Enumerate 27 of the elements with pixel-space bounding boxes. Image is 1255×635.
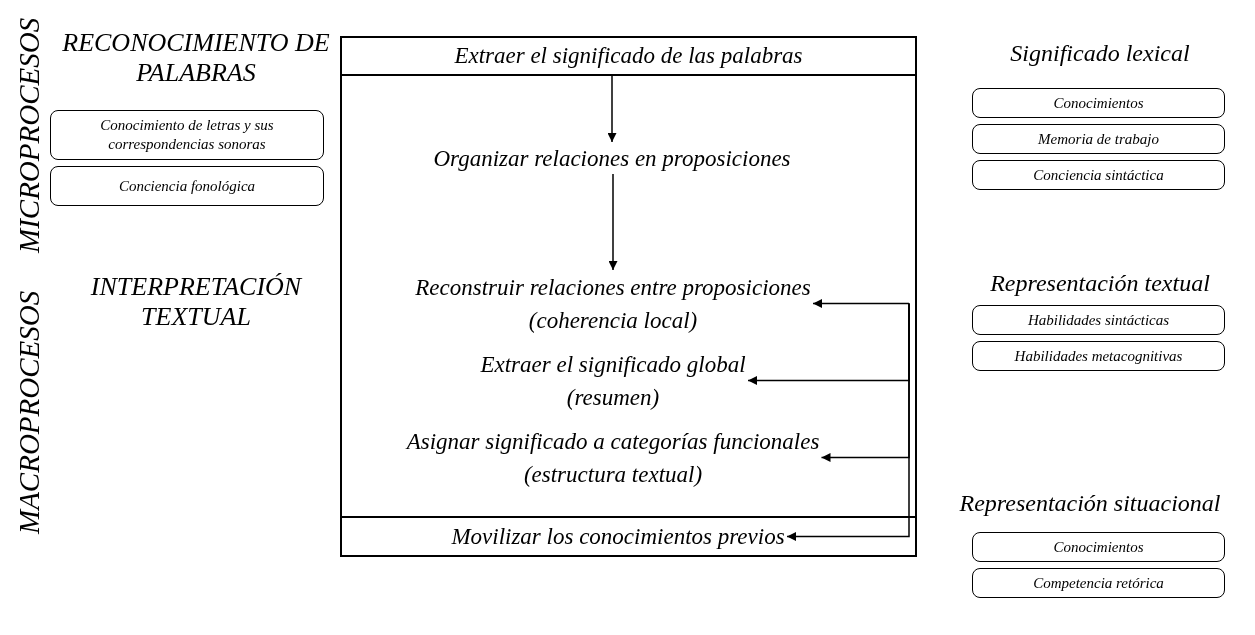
arrow xyxy=(786,302,910,541)
rounded-box: Conocimientos xyxy=(972,532,1225,562)
process-text: Asignar significado a categorías funcionales (estructura textual) xyxy=(404,424,822,491)
process-text: Organizar relaciones en proposiciones xyxy=(431,142,793,174)
process-band: Extraer el significado de las palabras xyxy=(342,38,915,76)
rounded-box: Conocimientos xyxy=(972,88,1225,118)
rounded-box: Habilidades metacognitivas xyxy=(972,341,1225,371)
arrow xyxy=(812,299,910,308)
arrow xyxy=(608,173,618,271)
rounded-box: Conciencia fonológica xyxy=(50,166,324,206)
rounded-box: Memoria de trabajo xyxy=(972,124,1225,154)
heading: Representación textual xyxy=(989,270,1211,298)
frame-box xyxy=(340,36,917,557)
arrow xyxy=(607,75,617,143)
rounded-box: Conciencia sintáctica xyxy=(972,160,1225,190)
heading: Significado lexical xyxy=(1009,40,1191,68)
rounded-box: Habilidades sintácticas xyxy=(972,305,1225,335)
heading: Representación situacional xyxy=(958,490,1222,518)
section-label: MICROPROCESOS xyxy=(12,16,47,256)
rounded-box: Competencia retórica xyxy=(972,568,1225,598)
heading: INTERPRETACIÓN TEXTUAL xyxy=(89,272,304,333)
process-text: Movilizar los conocimientos previos xyxy=(449,518,787,555)
rounded-box: Conocimiento de letras y sus correspondencias sonoras xyxy=(50,110,324,160)
section-label: MACROPROCESOS xyxy=(12,289,47,537)
process-text: Extraer el significado global (resumen) xyxy=(478,347,748,414)
process-text: Reconstruir relaciones entre proposiciones (coherencia local) xyxy=(413,270,813,337)
heading: RECONOCIMIENTO DE PALABRAS xyxy=(61,28,331,89)
